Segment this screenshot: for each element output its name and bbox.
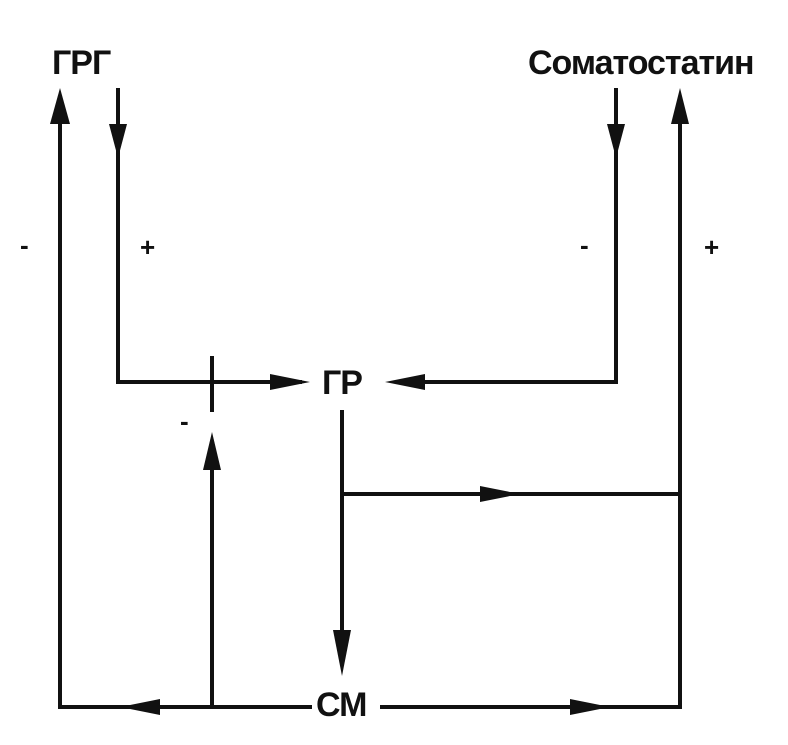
arrow-left-bottom <box>120 699 160 715</box>
node-somatostatin: Соматостатин <box>528 44 755 82</box>
arrow-down-to-sm <box>333 630 351 676</box>
arrow-right-mid <box>480 486 520 502</box>
arrow-left-to-gr <box>385 374 425 390</box>
arrow-down-from-grg <box>109 124 127 158</box>
sign-to-somatostatin: + <box>704 232 720 262</box>
arrow-right-bottom <box>570 699 610 715</box>
arrow-up-to-somatostatin <box>671 88 689 124</box>
arrow-up-inhibit <box>203 432 221 470</box>
arrow-down-from-somatostatin <box>607 124 625 158</box>
node-sm: СМ <box>316 686 367 724</box>
sign-grg-to-gr: + <box>140 232 156 262</box>
sign-sm-to-gr: - <box>180 406 189 436</box>
sign-sm-to-grg: - <box>20 230 29 260</box>
arrow-right-to-gr <box>270 374 310 390</box>
arrow-up-to-grg <box>50 88 70 124</box>
node-gr: ГР <box>322 364 363 402</box>
node-grg: ГРГ <box>52 44 111 82</box>
sign-somatostatin-to-gr: - <box>580 230 589 260</box>
